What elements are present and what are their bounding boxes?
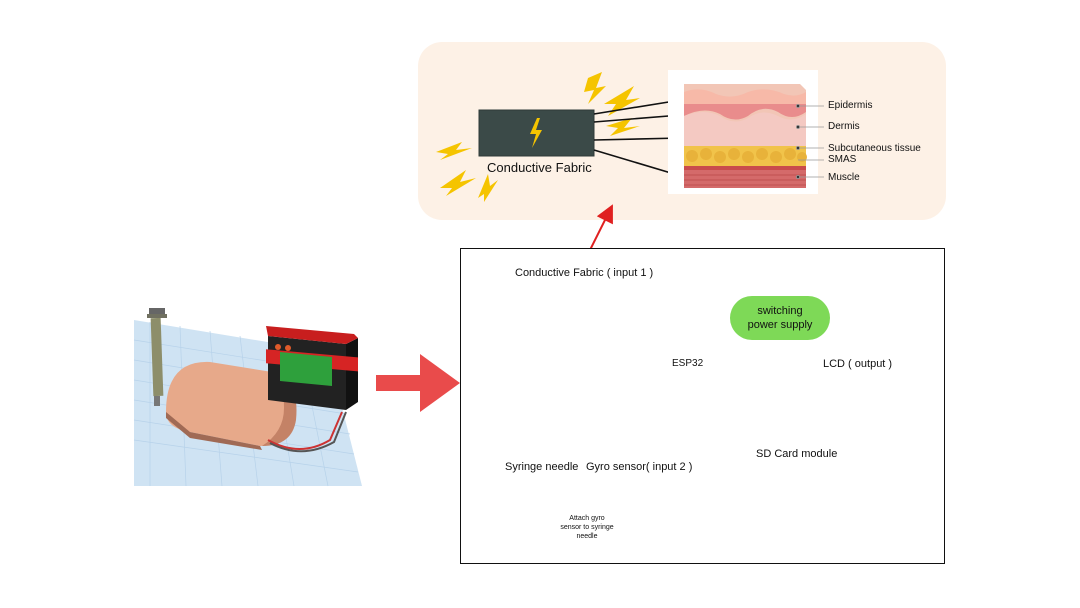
esp32-label: ESP32 <box>672 358 704 369</box>
skin-cross-section <box>668 70 818 194</box>
fabric-label: Conductive Fabric <box>487 160 592 175</box>
circuit-diagram-box <box>460 248 945 564</box>
attach-note: Attach gyro sensor to syringe needle <box>560 515 614 540</box>
skin-label-leaders <box>796 104 824 179</box>
syringe-label: Syringe needle <box>505 461 579 473</box>
prototype-3d-model <box>133 308 362 487</box>
power-supply-pill: switching power supply <box>730 296 830 340</box>
fabric-to-skin-arrows <box>593 95 683 179</box>
skin-layer-smas: SMAS <box>828 154 857 165</box>
skin-layer-subcutaneous: Subcutaneous tissue <box>828 143 921 154</box>
sd-card-label: SD Card module <box>756 448 838 460</box>
power-supply-label-1: switching <box>757 305 803 317</box>
big-right-arrow <box>376 354 460 412</box>
skin-layer-muscle: Muscle <box>828 172 860 183</box>
lcd-label: LCD ( output ) <box>823 358 893 370</box>
lightning-icons <box>436 72 640 202</box>
fabric-input-label: Conductive Fabric ( input 1 ) <box>515 267 654 279</box>
lightning-icon <box>530 118 542 148</box>
skin-layer-dermis: Dermis <box>828 121 860 132</box>
gyro-label: Gyro sensor( input 2 ) <box>586 461 693 473</box>
conductive-fabric-swatch <box>478 109 595 157</box>
skin-layer-epidermis: Epidermis <box>828 100 873 111</box>
power-supply-label-2: power supply <box>747 319 813 331</box>
